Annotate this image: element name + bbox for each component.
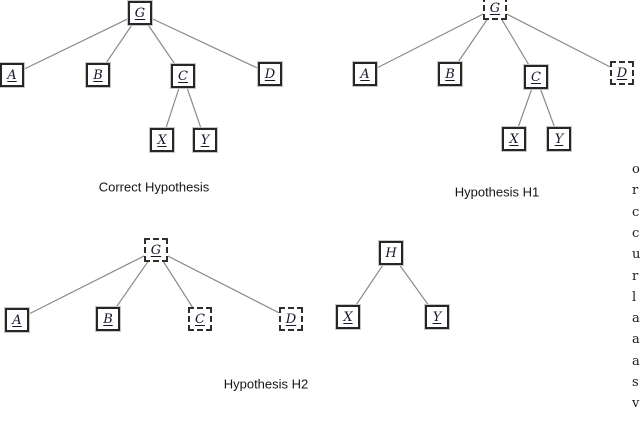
tree-node-hypothesis-h2-C: C [188, 307, 212, 331]
tree-node-hypothesis-h1-A: A [353, 62, 377, 86]
tree-node-hypothesis-h1-D: D [610, 61, 634, 85]
caption-correct-hypothesis: Correct Hypothesis [98, 179, 210, 195]
tree-edge-correct-hypothesis-G-A [11, 12, 141, 76]
node-letter-G: G [134, 5, 146, 21]
clipped-text-fragment: c [632, 204, 640, 220]
node-letter-A: A [7, 67, 17, 83]
tree-node-correct-hypothesis-B: B [86, 63, 110, 87]
node-letter-B: B [93, 67, 103, 83]
clipped-text-fragment: o [632, 162, 640, 177]
clipped-text-fragment: a [632, 311, 640, 327]
node-letter-A: A [360, 66, 370, 82]
node-letter-G: G [150, 242, 162, 258]
node-letter-Y: Y [432, 309, 442, 325]
clipped-text-fragment: r [632, 268, 639, 284]
tree-node-hypothesis-h1-Y: Y [547, 127, 571, 151]
tree-node-correct-hypothesis-C: C [171, 64, 195, 88]
node-letter-X: X [509, 131, 519, 147]
tree-node-correct-hypothesis-Y: Y [193, 128, 217, 152]
tree-edge-hypothesis-h1-G-D [494, 7, 623, 74]
tree-node-hypothesis-h1-B: B [438, 62, 462, 86]
tree-node-h-subtree-H: H [379, 241, 403, 265]
tree-node-h-subtree-X: X [336, 305, 360, 329]
clipped-text-fragment: s [632, 375, 639, 390]
node-letter-C: C [195, 311, 205, 327]
tree-node-correct-hypothesis-G: G [128, 1, 152, 25]
tree-edge-hypothesis-h2-G-D [155, 249, 292, 320]
tree-node-hypothesis-h2-D: D [279, 307, 303, 331]
node-letter-G: G [489, 0, 501, 16]
tree-node-hypothesis-h1-X: X [502, 127, 526, 151]
clipped-text-fragment: r [632, 183, 639, 199]
node-letter-C: C [178, 68, 188, 84]
node-letter-C: C [531, 69, 541, 85]
node-letter-D: D [616, 65, 628, 81]
clipped-text-fragment: u [632, 247, 640, 263]
node-letter-Y: Y [554, 131, 564, 147]
tree-node-hypothesis-h1-C: C [524, 65, 548, 89]
tree-node-hypothesis-h2-G: G [144, 238, 168, 262]
clipped-text-fragment: a [632, 353, 640, 369]
node-letter-A: A [12, 312, 22, 328]
caption-hypothesis-h2: Hypothesis H2 [223, 376, 309, 392]
node-letter-B: B [103, 311, 113, 327]
tree-node-h-subtree-Y: Y [425, 305, 449, 329]
tree-edge-correct-hypothesis-G-D [139, 12, 271, 75]
tree-edge-hypothesis-h1-G-A [364, 7, 496, 75]
node-letter-X: X [343, 309, 353, 325]
tree-edge-hypothesis-h2-G-A [16, 249, 157, 321]
node-letter-D: D [264, 66, 276, 82]
tree-node-hypothesis-h1-G: G [483, 0, 507, 20]
node-letter-D: D [285, 311, 297, 327]
tree-node-correct-hypothesis-X: X [150, 128, 174, 152]
tree-node-hypothesis-h2-B: B [96, 307, 120, 331]
clipped-text-fragment: c [632, 225, 640, 241]
caption-hypothesis-h1: Hypothesis H1 [454, 184, 540, 200]
clipped-text-fragment: v [632, 396, 640, 412]
node-letter-X: X [157, 132, 167, 148]
tree-node-hypothesis-h2-A: A [5, 308, 29, 332]
node-letter-B: B [445, 66, 455, 82]
node-letter-H: H [385, 245, 397, 261]
clipped-text-fragment: l [632, 289, 637, 305]
tree-node-correct-hypothesis-D: D [258, 62, 282, 86]
tree-node-correct-hypothesis-A: A [0, 63, 24, 87]
node-letter-Y: Y [200, 132, 210, 148]
clipped-text-fragment: a [632, 332, 640, 348]
